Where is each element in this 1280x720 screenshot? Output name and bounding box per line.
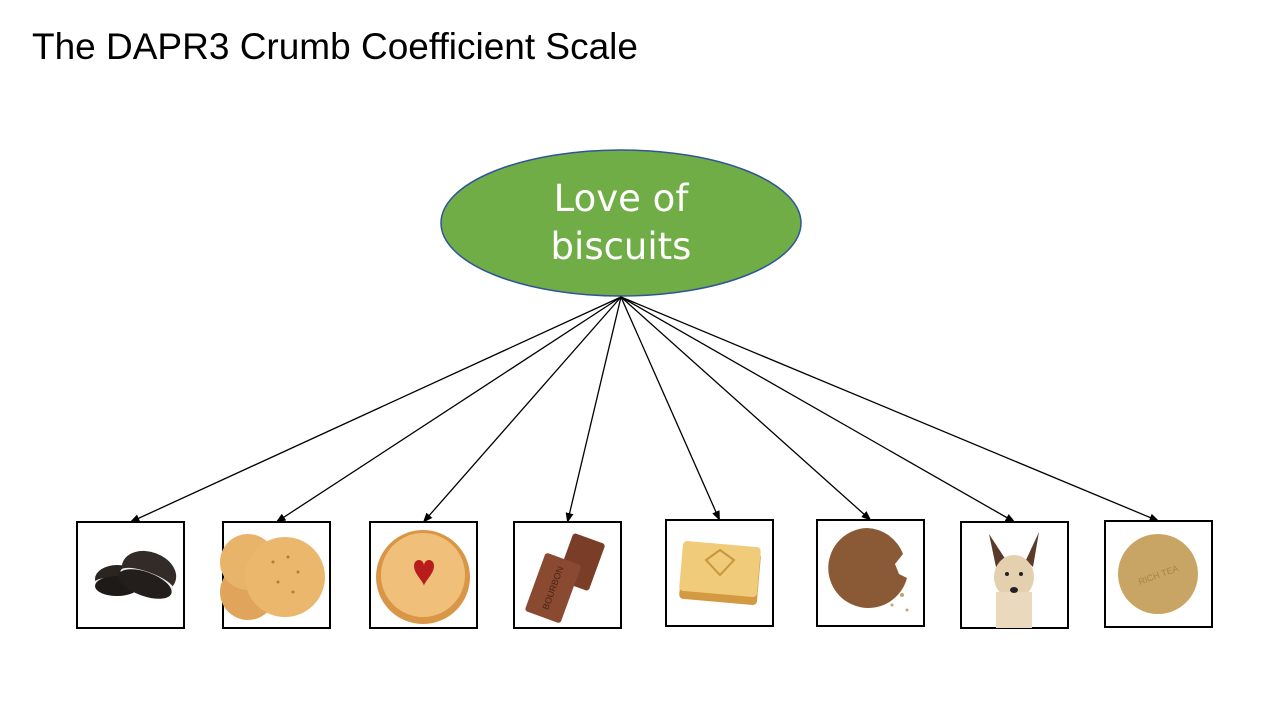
loading-arrow [275,296,622,523]
custard-cream-icon [679,541,761,605]
indicator-box: BOURBON [513,521,622,629]
slide-title: The DAPR3 Crumb Coefficient Scale [32,26,638,67]
indicator-box [960,521,1069,629]
indicator-box: RICH TEA [1104,520,1213,628]
latent-factor-label: Love of biscuits [441,150,801,296]
oreo-icon [95,550,177,599]
loading-arrow [620,296,872,521]
latent-factor-ellipse [440,149,802,297]
loading-arrow [620,296,1016,523]
loading-arrow [620,296,1160,522]
dog-icon [989,532,1039,628]
loading-arrow [129,296,622,523]
loading-arrow [620,296,721,521]
chocolate-digestive-icon [828,528,909,612]
jammie-dodger-icon [376,530,470,624]
loading-arrow [422,296,622,523]
rich-tea-icon: RICH TEA [1118,534,1198,614]
latent-label-line1: Love of [553,177,689,220]
indicator-box [369,521,478,629]
indicator-box [816,519,925,627]
latent-label-line2: biscuits [550,225,692,268]
bourbon-icon: BOURBON [525,533,605,623]
digestive-icon [220,534,325,620]
indicator-box [76,521,185,629]
loading-arrow [565,296,622,523]
indicator-box [220,521,331,629]
indicator-box [665,519,774,627]
